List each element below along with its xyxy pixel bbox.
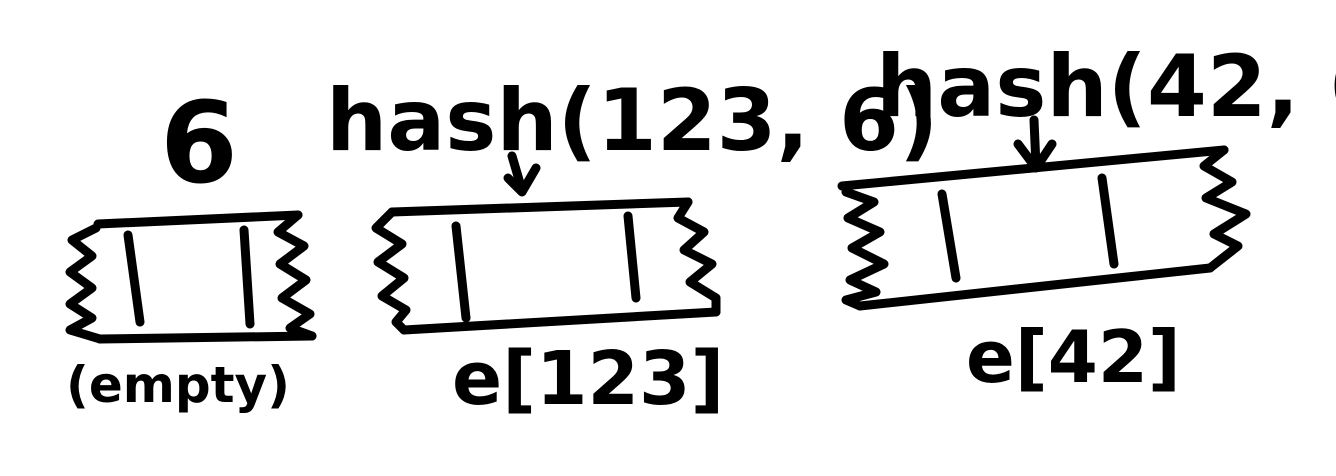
entry-123-segment: hash(123, 6) e[123] <box>326 71 938 422</box>
strip-bottom-edge <box>95 331 317 344</box>
strip-bottom-edge <box>399 307 721 335</box>
strip-left-torn-edge <box>371 207 411 335</box>
strip-right-torn-edge <box>273 210 317 341</box>
strip-right-torn-edge <box>673 197 721 317</box>
strip-divider-left <box>937 189 961 283</box>
entry-123-tape-strip <box>371 197 721 335</box>
strip-divider-right <box>239 225 255 329</box>
seed-bottom-label: (empty) <box>66 356 290 414</box>
strip-divider-left <box>451 221 471 323</box>
hash-42-label: hash(42, 6) <box>876 37 1336 137</box>
entry-123-bottom-label: e[123] <box>452 336 724 422</box>
strip-divider-right <box>1097 173 1119 269</box>
strip-top-edge <box>387 197 693 217</box>
seed-segment: 6 (empty) <box>65 79 317 414</box>
down-arrow-icon <box>503 151 541 197</box>
entry-42-bottom-label: e[42] <box>966 315 1181 399</box>
strip-left-torn-edge <box>841 187 889 311</box>
seed-tape-strip <box>65 210 317 344</box>
strip-top-edge <box>837 145 1229 191</box>
entry-42-segment: hash(42, 6) e[42] <box>837 37 1336 399</box>
strip-left-torn-edge <box>65 223 105 344</box>
strip-divider-left <box>123 230 145 327</box>
seed-label: 6 <box>160 79 238 209</box>
strip-right-torn-edge <box>1199 145 1251 273</box>
strip-divider-right <box>623 211 641 303</box>
strip-top-edge <box>93 210 303 229</box>
strip-bottom-edge <box>855 263 1215 311</box>
entry-42-tape-strip <box>837 145 1251 311</box>
hash-123-label: hash(123, 6) <box>326 71 938 171</box>
